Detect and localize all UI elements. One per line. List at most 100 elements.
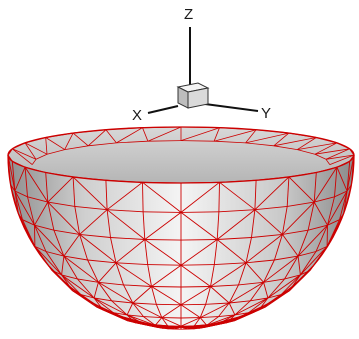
mesh-diagonal-edge (34, 224, 65, 257)
mesh-diagonal-edge (126, 302, 134, 316)
mesh-meridian-edge (315, 225, 328, 252)
mesh-inner-ring-edge (35, 153, 48, 160)
mesh-inner-ring-edge (214, 140, 246, 144)
mesh-inner-diagonal-edge (116, 127, 143, 144)
mesh-diagonal-edge (234, 297, 269, 316)
mesh-meridian-edge (147, 264, 152, 287)
mesh-diagonal-edge (63, 234, 80, 257)
mesh-diagonal-edge (288, 176, 315, 203)
mesh-diagonal-edge (34, 246, 62, 276)
mesh-ring-edge (282, 229, 309, 235)
y-axis-line (204, 103, 259, 112)
mesh-inner-diagonal-edge (147, 126, 182, 142)
mesh-meridian-edge (206, 316, 219, 326)
mesh-ring-edge (229, 300, 251, 304)
mesh-diagonal-edge (346, 154, 355, 192)
mesh-diagonal-edge (61, 256, 65, 275)
mesh-ring-edge (144, 239, 182, 241)
mesh-ring-edge (53, 229, 80, 235)
mesh-diagonal-edge (180, 181, 220, 213)
mesh-diagonal-edge (199, 317, 208, 326)
mesh-meridian-edge (216, 211, 220, 240)
mesh-diagonal-edge (151, 264, 182, 287)
mesh-diagonal-edge (254, 176, 290, 211)
mesh-meridian-edge (105, 180, 108, 210)
mesh-meridian-edge (34, 225, 47, 252)
mesh-ring-edge (327, 219, 340, 226)
mesh-meridian-edge (248, 297, 269, 314)
mesh-meridian-edge (199, 304, 207, 318)
mesh-diagonal-edge (267, 274, 301, 299)
mesh-diagonal-edge (313, 166, 338, 203)
mesh-inner-edge (105, 129, 117, 144)
mesh-diagonal-edge (72, 176, 108, 211)
mesh-meridian-edge (263, 259, 275, 283)
mesh-diagonal-edge (282, 234, 299, 257)
mesh-diagonal-edge (144, 239, 182, 266)
mesh-inner-diagonal-edge (12, 148, 33, 165)
mesh-diagonal-edge (79, 209, 108, 235)
mesh-ring-edge (210, 284, 239, 287)
mesh-diagonal-edge (206, 314, 236, 326)
mesh-diagonal-edge (161, 317, 182, 327)
mesh-inner-diagonal-edge (245, 132, 289, 144)
mesh-ring-edge (314, 196, 335, 203)
mesh-diagonal-edge (61, 274, 95, 299)
mesh-diagonal-edge (245, 262, 264, 283)
mesh-diagonal-edge (14, 190, 35, 226)
mesh-ring-edge (98, 281, 124, 286)
mesh-ring-edge (214, 262, 247, 266)
mesh-inner-ring-edge (314, 153, 327, 160)
mesh-inner-edge (329, 154, 355, 165)
mesh-meridian-edge (327, 196, 335, 226)
mesh-meridian-edge (249, 282, 264, 302)
mesh-ring-edge (79, 233, 111, 238)
mesh-meridian-edge (193, 317, 201, 327)
mesh-meridian-edge (218, 182, 220, 212)
mesh-ring-edge (45, 251, 65, 257)
mesh-meridian-edge (45, 251, 62, 276)
mesh-meridian-edge (27, 196, 35, 226)
mesh-ring-edge (143, 211, 182, 213)
mesh-meridian-edge (98, 282, 113, 302)
mesh-ring-edge (274, 255, 299, 261)
z-axis-label: Z (184, 6, 193, 23)
mesh-inner-edge (12, 148, 37, 160)
mesh-meridian-edge (161, 317, 169, 327)
mesh-diagonal-edge (98, 262, 117, 283)
mesh-diagonal-edge (34, 201, 49, 226)
hemisphere-outline (7, 154, 355, 328)
mesh-meridian-edge (346, 161, 351, 192)
mesh-diagonal-edge (300, 246, 328, 276)
mesh-meridian-edge (63, 255, 78, 280)
mesh-meridian-edge (106, 209, 111, 238)
mesh-meridian-edge (339, 190, 348, 220)
mesh-diagonal-edge (98, 281, 134, 304)
mesh-meridian-edge (245, 237, 252, 263)
mesh-diagonal-edge (115, 239, 146, 264)
mesh-ring-edge (77, 278, 99, 283)
mesh-inner-diagonal-edge (325, 154, 355, 160)
mesh-inner-diagonal-edge (314, 148, 350, 155)
origin-cube-icon (176, 82, 210, 109)
mesh-inner-edge (297, 137, 317, 150)
mesh-ring-edge (334, 190, 348, 198)
mesh-diagonal-edge (297, 256, 301, 275)
y-axis-label: Y (261, 105, 271, 122)
mesh-inner-diagonal-edge (45, 137, 48, 155)
mesh-inner-diagonal-edge (64, 132, 74, 150)
mesh-meridian-edge (313, 172, 317, 203)
mesh-diagonal-edge (254, 209, 283, 235)
mesh-meridian-edge (228, 284, 239, 304)
mesh-ring-edge (254, 205, 288, 211)
mesh-diagonal-edge (327, 190, 348, 226)
mesh-inner-edge (72, 132, 89, 147)
mesh-ring-edge (113, 312, 128, 316)
mesh-ring-edge (200, 316, 219, 319)
mesh-meridian-edge (144, 239, 149, 265)
mesh-diagonal-edge (263, 255, 299, 283)
mesh-ring-edge (127, 314, 144, 318)
mesh-ring-edge (284, 274, 301, 280)
mesh-inner-ring-edge (245, 142, 274, 147)
